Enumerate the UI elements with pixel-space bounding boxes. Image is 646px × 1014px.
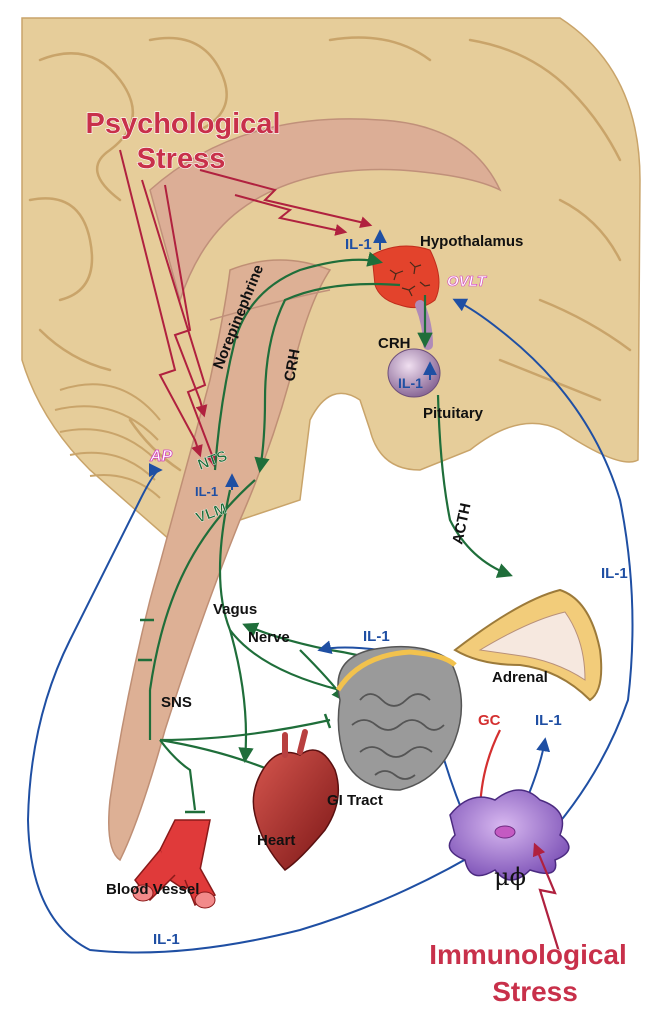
heart — [253, 732, 338, 870]
il1-hypothalamus-label: IL-1 — [345, 236, 372, 253]
sns-label: SNS — [161, 694, 192, 711]
il1-adrenal-label: IL-1 — [535, 712, 562, 729]
adrenal-label: Adrenal — [492, 669, 548, 686]
il1-right-label: IL-1 — [601, 565, 628, 582]
ovlt-label: OVLT — [447, 273, 488, 290]
gi-tract-label: GI Tract — [327, 792, 383, 809]
psychological-stress-label-line2: Stress — [137, 143, 226, 175]
crh-pituitary-label: CRH — [378, 335, 411, 352]
ap-label: AP — [149, 448, 173, 465]
il1-vagus-label: IL-1 — [363, 628, 390, 645]
vagus-nerve-label-line1: Vagus — [213, 601, 257, 618]
il1-brainstem-label: IL-1 — [195, 484, 218, 499]
immunological-stress-label-line1: Immunological — [429, 939, 627, 970]
brain-outline — [22, 18, 640, 540]
sns-to-vessel — [160, 740, 195, 810]
il1-pituitary-label: IL-1 — [398, 375, 423, 391]
acth-label: ACTH — [449, 502, 474, 546]
gi-tract — [338, 647, 461, 790]
vagus-to-heart — [230, 630, 246, 760]
immunological-stress-label-line2: Stress — [492, 976, 578, 1007]
sns-to-heart — [160, 740, 270, 770]
psychological-stress-label-line1: Psychological — [85, 108, 280, 140]
macrophage-label: μϕ — [494, 863, 526, 891]
blood-vessel-label: Blood Vessel — [106, 881, 199, 898]
heart-label: Heart — [257, 832, 295, 849]
pituitary-label: Pituitary — [423, 405, 484, 422]
gc-label: GC — [478, 712, 501, 729]
hypothalamus-label: Hypothalamus — [420, 233, 523, 250]
vagus-nerve-label-line2: Nerve — [248, 629, 290, 646]
il1-bottom-label: IL-1 — [153, 931, 180, 948]
